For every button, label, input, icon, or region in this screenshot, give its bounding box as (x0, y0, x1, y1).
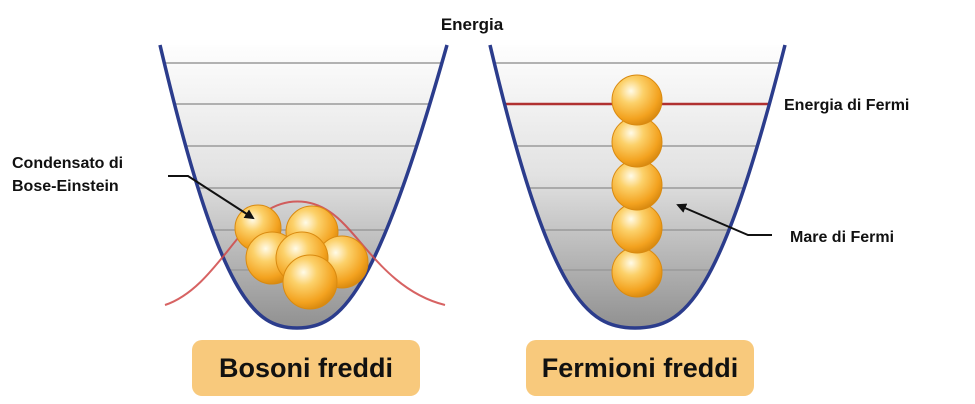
mare-fermi-leader-line (676, 203, 772, 236)
condensato-label-line1: Condensato di (12, 155, 123, 172)
bec-density-curve (164, 200, 446, 306)
boson-cluster (234, 204, 369, 310)
boson-ball (282, 254, 338, 310)
fermion-ball (611, 74, 663, 126)
right-well-outline (488, 44, 787, 330)
caption-fermioni-text: Fermioni freddi (541, 352, 739, 383)
mare-fermi-label: Mare di Fermi (790, 229, 894, 246)
fermion-ball (611, 246, 663, 298)
fermion-stack (611, 74, 663, 298)
caption-bosoni: Bosoni freddi (192, 340, 420, 396)
condensato-label-line2: Bose-Einstein (12, 178, 119, 195)
caption-fermioni: Fermioni freddi (526, 340, 754, 396)
energia-label: Energia (441, 15, 504, 34)
caption-bosoni-text: Bosoni freddi (219, 352, 393, 383)
condensato-leader-line (168, 175, 255, 220)
left-well-outline (158, 44, 449, 330)
energia-fermi-label: Energia di Fermi (784, 97, 909, 114)
